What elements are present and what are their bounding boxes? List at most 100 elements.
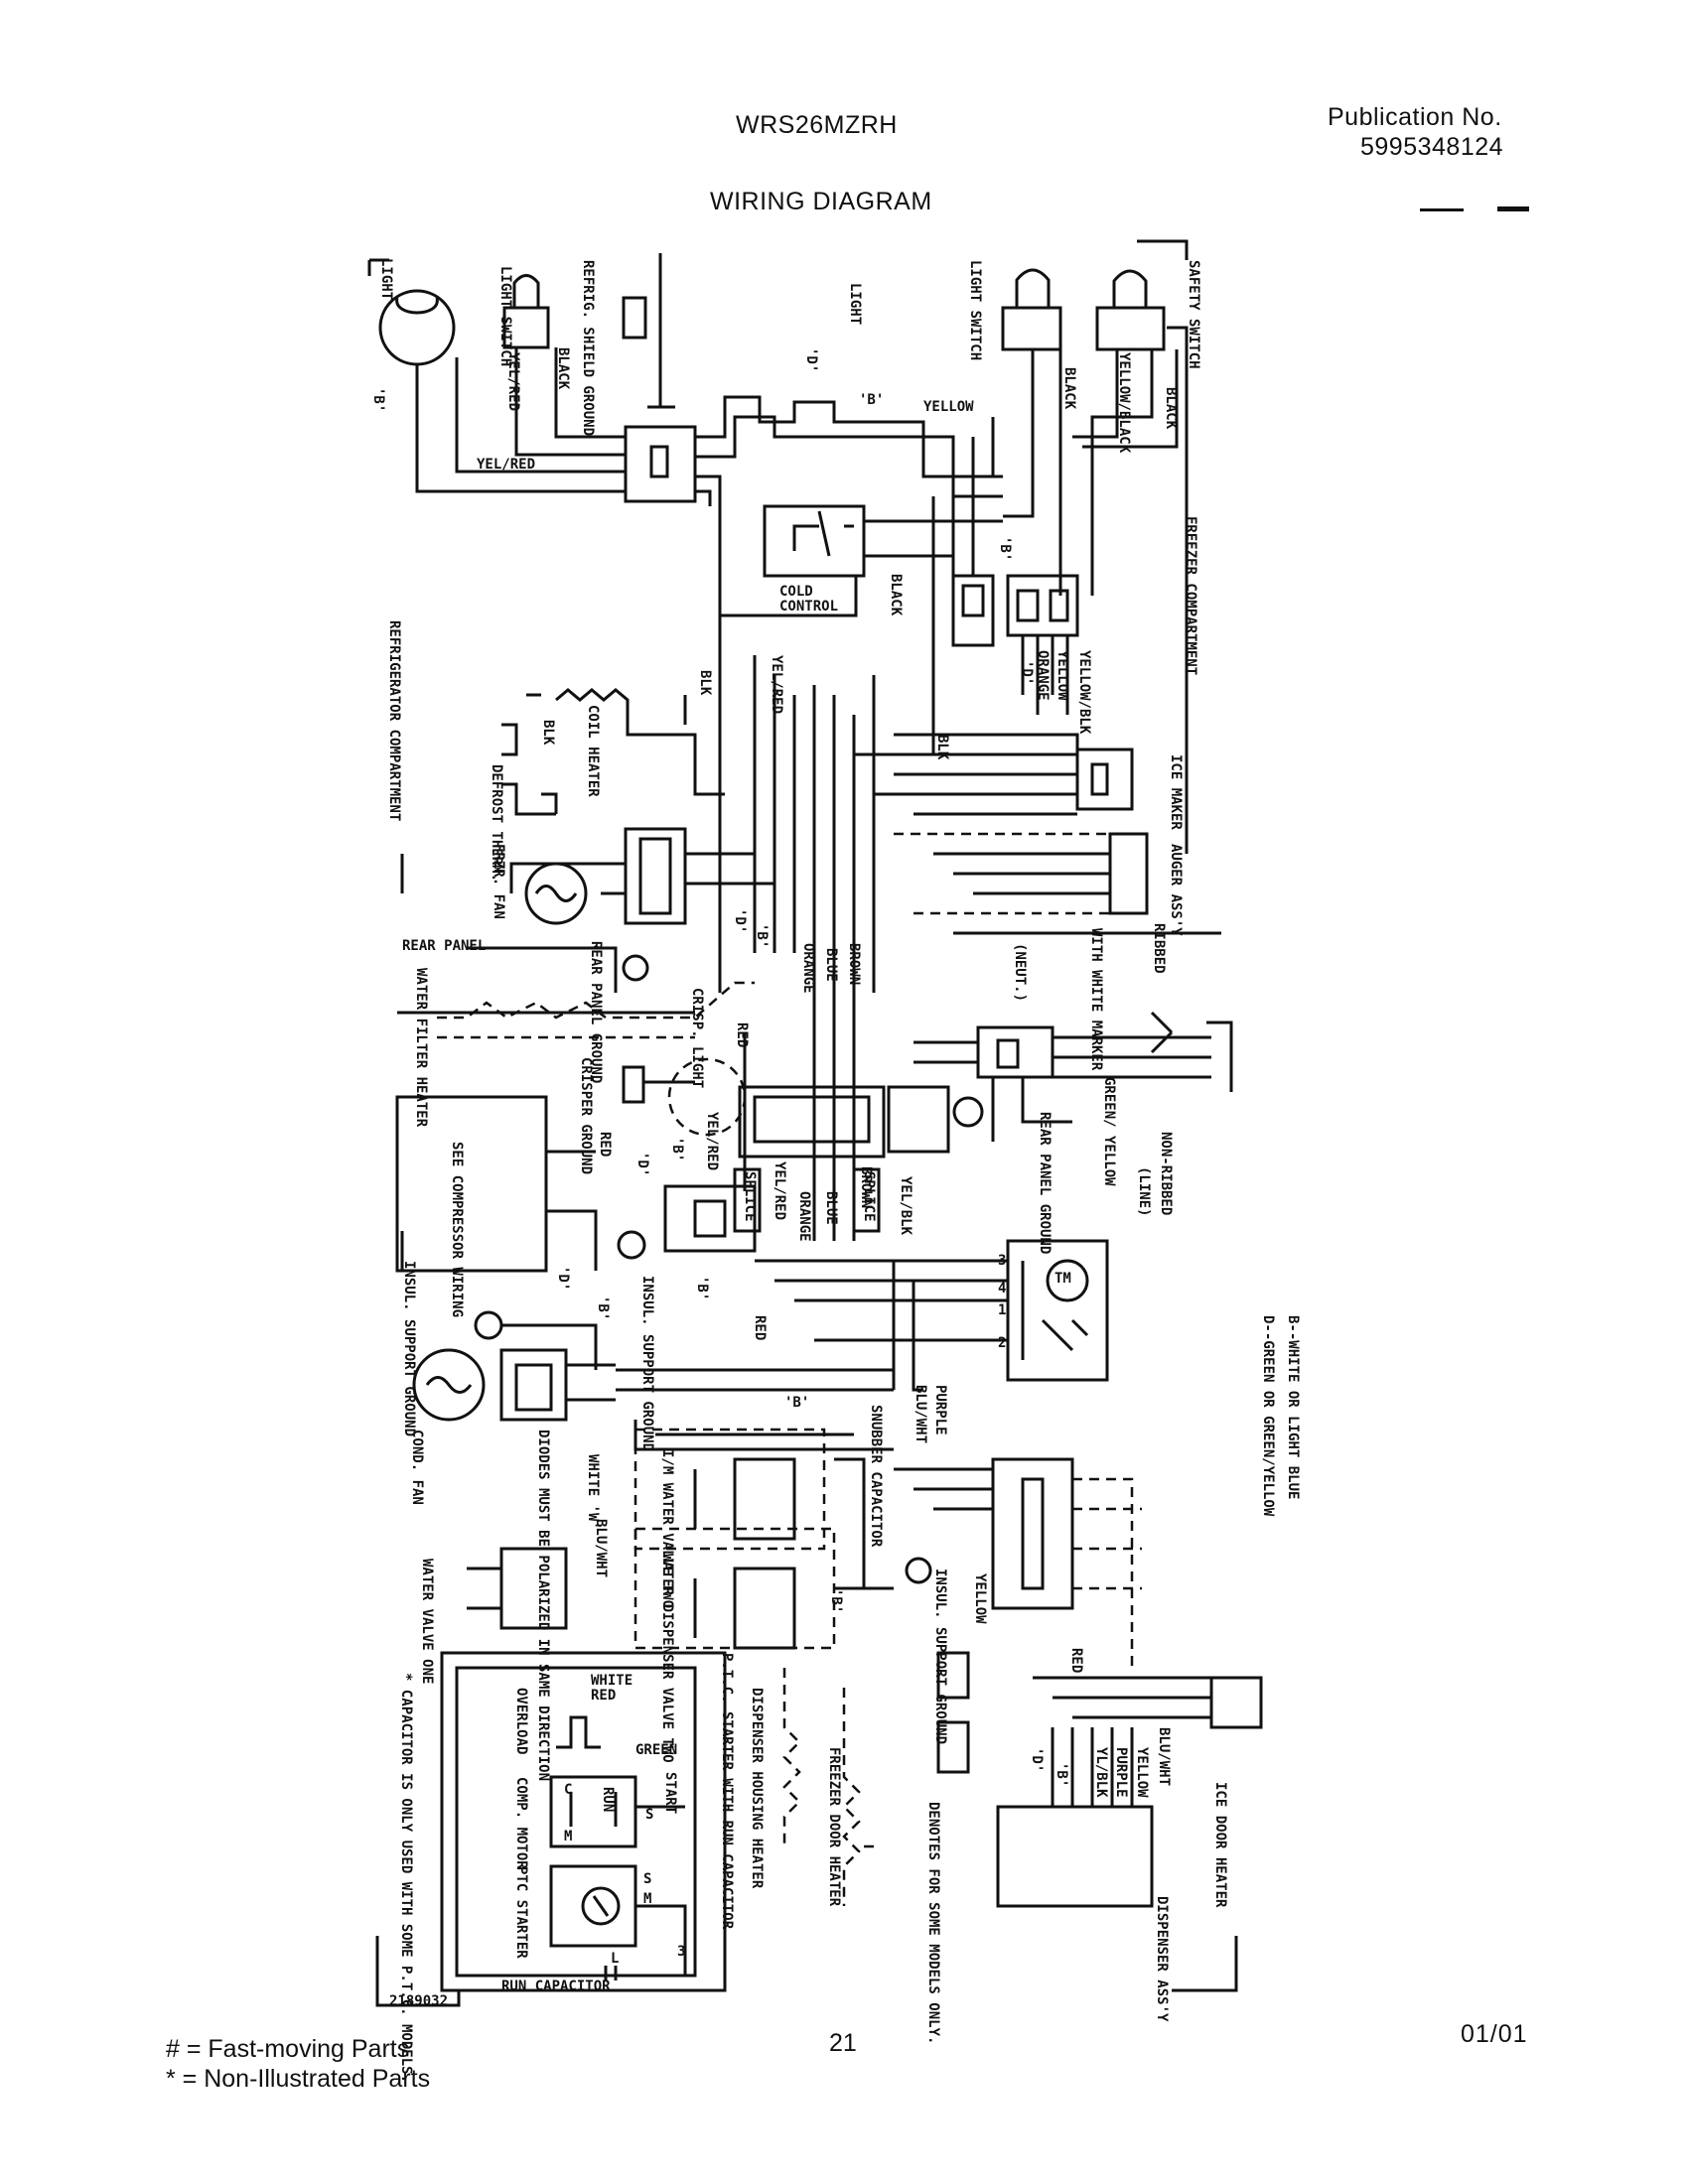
label-brown-2: BROWN [846, 943, 862, 986]
label-red-2: RED [597, 1132, 613, 1158]
label-auger-assy: AUGER ASS'Y [1168, 844, 1184, 936]
compressor-detail-frame [440, 1651, 727, 1992]
label-yel-red-horiz: YEL/RED [477, 457, 536, 473]
label-frzr-fan: FRZR. FAN [491, 844, 506, 919]
dispenser-housing-heater [782, 1668, 801, 1846]
label-yel-red-3: YEL/RED [704, 1112, 720, 1171]
label-red-1: RED [734, 1023, 750, 1048]
label-yel-red-2: YEL/RED [769, 655, 784, 715]
label-snubber-capacitor: SNUBBER CAPACITOR [868, 1405, 884, 1548]
dispenser-assy-box [996, 1805, 1154, 1908]
label-water-valve-one: WATER VALVE ONE [419, 1559, 435, 1685]
label-blue-2: BLUE [823, 948, 839, 982]
splice-2 [852, 1167, 881, 1233]
label-orange-3: ORANGE [796, 1191, 812, 1242]
label-non-ribbed: NON-RIBBED [1158, 1132, 1174, 1216]
label-insul-support-ground-2: INSUL. SUPPORT GROUND [639, 1276, 655, 1452]
label-safety-switch: SAFETY SWITCH [1186, 260, 1201, 369]
label-crisp-light: CRISP. LIGHT [689, 988, 705, 1089]
run-capacitor [604, 1966, 618, 1980]
label-b-top: 'B' [859, 392, 885, 408]
coil-heater [555, 688, 725, 796]
label-dispenser-housing-heater: DISPENSER HOUSING HEATER [749, 1688, 765, 1889]
label-black-cc: BLACK [888, 574, 904, 616]
publication-number: 5995348124 [1360, 133, 1504, 161]
condenser-fan-motor [412, 1348, 486, 1422]
label-ptc-run-cap: P.T.C. STARTER WITH RUN CAPACITOR [719, 1653, 735, 1930]
label-run: RUN [600, 1787, 616, 1813]
label-m2: M [643, 1891, 652, 1907]
label-cond-fan: COND. FAN [409, 1430, 425, 1505]
label-s1: S [645, 1807, 654, 1823]
comp-motor [549, 1775, 637, 1848]
label-red-top: RED [591, 1688, 617, 1704]
label-refrigerator-compartment: REFRIGERATOR COMPARTMENT [386, 620, 402, 822]
header-dash-mark [1420, 208, 1464, 211]
label-orange-v: ORANGE [1035, 650, 1051, 701]
insul-support-ground-2 [617, 1230, 646, 1260]
label-b-4: 'B' [595, 1296, 611, 1321]
publication-label: Publication No. [1328, 103, 1502, 131]
label-black-mid: BLACK [1061, 367, 1077, 410]
label-line: (LINE) [1136, 1166, 1152, 1217]
timer-box [1006, 1239, 1109, 1382]
label-b-7: 'B' [828, 1588, 844, 1614]
label-with-white-marker: WITH WHITE MARKER [1088, 928, 1104, 1071]
label-splice-1: SPLICE [742, 1171, 758, 1222]
dispenser-connector [991, 1457, 1074, 1610]
see-compressor-wiring-box [395, 1095, 548, 1273]
label-blk-1: BLK [697, 670, 713, 696]
label-n4: 4 [998, 1281, 1007, 1297]
label-light-switch-left: LIGHT SWITCH [497, 266, 513, 367]
freezer-connector-b [1006, 574, 1079, 637]
label-n3b: 3 [677, 1944, 686, 1960]
label-green-yellow: GREEN/ YELLOW [1101, 1077, 1117, 1186]
label-neut: (NEUT.) [1012, 943, 1028, 1003]
label-c: C [564, 1782, 573, 1798]
label-splice-2: SPLICE [861, 1171, 877, 1222]
crisper-ground [622, 1065, 645, 1104]
light-switch-left [502, 274, 550, 349]
frame-left-top [367, 258, 389, 276]
label-run-capacitor: RUN CAPACITOR [501, 1979, 611, 1994]
label-n3: 3 [998, 1253, 1007, 1269]
label-b-6: 'B' [784, 1395, 810, 1411]
label-d-5: 'D' [1029, 1747, 1045, 1773]
label-b-cc: 'B' [997, 536, 1013, 562]
label-rear-panel: REAR PANEL [402, 938, 487, 954]
label-blu-wht: BLU/WHT [913, 1385, 928, 1444]
label-green-top: GREEN [635, 1742, 678, 1758]
label-yel-red-4: YEL/RED [772, 1161, 787, 1221]
cold-control-box [763, 504, 866, 578]
label-legend-d: D--GREEN OR GREEN/YELLOW [1260, 1315, 1276, 1517]
label-n1: 1 [998, 1302, 1007, 1318]
main-junction-block [738, 1085, 886, 1159]
label-b-5: 'B' [694, 1276, 710, 1301]
model-number: WRS26MZRH [736, 111, 898, 139]
label-b-8: 'B' [1054, 1762, 1069, 1788]
label-light-left: LIGHT [378, 258, 394, 301]
label-yl-blk: YL/BLK [1093, 1747, 1109, 1798]
label-yel-red: YEL/RED [505, 352, 521, 412]
splice-1 [733, 1167, 762, 1233]
label-light-mid: LIGHT [847, 283, 863, 326]
freezer-connector-a [951, 574, 995, 647]
label-s2: S [643, 1871, 652, 1887]
label-coil-heater: COIL HEATER [585, 705, 601, 797]
freezer-door-heater [842, 1688, 861, 1906]
connector-lower-a [936, 1651, 970, 1700]
legend-fast-moving: # = Fast-moving Parts [166, 2035, 410, 2063]
label-ice-door-heater: ICE DOOR HEATER [1212, 1782, 1228, 1908]
insul-support-ground-3 [905, 1557, 932, 1584]
header-dash-mark-bold [1497, 206, 1529, 211]
label-yellow-black: YELLOW/BLACK [1116, 352, 1132, 454]
label-cold: COLD [779, 584, 813, 600]
label-d-3: 'D' [634, 1152, 650, 1177]
rear-panel-ground-2 [952, 1096, 984, 1128]
label-start: START [662, 1772, 678, 1815]
page-title: WIRING DIAGRAM [710, 188, 932, 215]
timer-motor [1046, 1259, 1089, 1302]
safety-switch [1095, 269, 1166, 351]
